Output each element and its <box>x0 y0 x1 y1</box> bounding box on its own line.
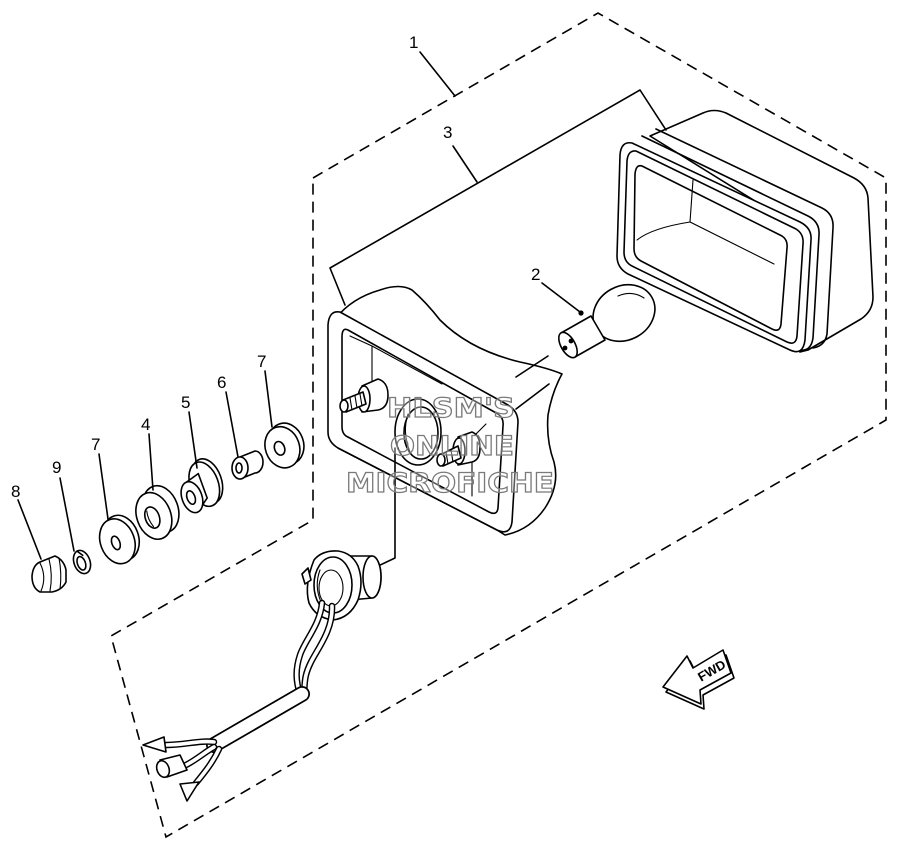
lock-washer-split <box>76 550 84 557</box>
tail-light-lens <box>616 109 874 353</box>
cap-nut-dome <box>39 562 45 592</box>
collar-hole <box>235 462 243 474</box>
lock-washer-inner <box>76 555 87 571</box>
leader-8 <box>17 499 42 560</box>
housing-top-edge <box>515 383 550 410</box>
socket-wires <box>293 599 336 698</box>
stud-right-thread-lines <box>445 449 454 465</box>
assembly-boundary-dashed <box>110 12 887 839</box>
damper-hole-depth <box>146 510 155 528</box>
callout-9: 9 <box>52 458 61 477</box>
harness-sleeve <box>207 687 309 752</box>
callout-6: 6 <box>217 373 226 392</box>
washer-lower <box>98 514 141 565</box>
bullet-terminal <box>155 754 188 779</box>
leader-6 <box>225 391 239 458</box>
lock-washer <box>72 549 92 575</box>
cap-nut <box>31 555 67 593</box>
leader-3 <box>452 145 478 183</box>
damper-hole <box>143 506 161 529</box>
bulb <box>557 283 656 359</box>
socket-detail <box>316 569 322 603</box>
lead-2 <box>184 745 216 767</box>
leader-9 <box>59 477 75 552</box>
housing-reflector-socket <box>394 398 442 466</box>
socket-lug <box>301 567 312 585</box>
socket-neck-end <box>362 555 382 599</box>
watermark: HLSM'S ONLINE MICROFICHE <box>345 392 554 499</box>
wire-b <box>302 604 334 695</box>
callout-7-lower: 7 <box>91 435 100 454</box>
lens-inner-side-edge <box>689 179 694 223</box>
stud-left-thread-lines <box>349 393 363 411</box>
spade-terminal-down <box>179 781 200 802</box>
leader-7-upper <box>264 370 273 428</box>
lens-opening <box>633 164 788 331</box>
stud-left-tip <box>339 399 349 413</box>
washer-upper-hole <box>273 440 286 456</box>
callout-4: 4 <box>141 415 150 434</box>
collar <box>231 450 264 480</box>
spade-terminal-left <box>142 736 167 753</box>
reflector-socket-detail <box>404 413 411 453</box>
harness-leads <box>162 738 223 787</box>
lens-rim-inner-line <box>623 150 804 344</box>
callout-labels: 1 3 2 7 6 5 4 7 9 8 <box>11 33 540 501</box>
washer-upper <box>264 422 305 469</box>
washer-lower-hole <box>110 535 122 551</box>
bulb-base-end <box>557 331 579 359</box>
lead-3 <box>194 747 221 785</box>
bulb-contact-1 <box>562 345 568 351</box>
grommet <box>180 458 224 514</box>
leader-1 <box>419 51 456 97</box>
bullet-terminal-end <box>155 759 171 779</box>
watermark-line-2: ONLINE <box>390 431 514 462</box>
housing-stud-left <box>339 378 389 413</box>
wire-a <box>294 601 324 696</box>
leader-2 <box>541 282 581 313</box>
lamp-housing <box>327 285 563 536</box>
leader-5 <box>188 411 198 469</box>
lead-1 <box>164 739 216 747</box>
housing-stud-right <box>436 431 481 467</box>
leader-7-lower <box>98 453 109 520</box>
grommet-hole <box>185 490 197 506</box>
watermark-line-3: MICROFICHE <box>346 468 554 499</box>
watermark-line-1: HLSM'S <box>387 393 515 424</box>
lens-bracket-line <box>329 89 667 306</box>
callout-8: 8 <box>11 482 20 501</box>
callout-1: 1 <box>409 33 418 52</box>
callout-5: 5 <box>181 393 190 412</box>
lens-rim-depth-2 <box>655 128 834 349</box>
cap-nut-flats <box>48 557 62 592</box>
reflector-socket-inner <box>403 406 439 460</box>
callout-7-upper: 7 <box>257 352 266 371</box>
fwd-arrow: FWD <box>662 649 735 710</box>
callout-2: 2 <box>531 265 540 284</box>
bulb-contact-2 <box>568 338 574 344</box>
leader-4 <box>148 433 154 491</box>
callout-3: 3 <box>443 123 452 142</box>
socket-assembly-line <box>377 447 396 567</box>
damper-ring <box>135 484 180 540</box>
callout-leaders <box>17 51 581 560</box>
bulb-assembly-line <box>515 355 549 378</box>
fwd-arrow-face <box>662 649 732 705</box>
lens-rim-depth-1 <box>641 135 820 352</box>
bulb-socket-harness <box>142 550 382 802</box>
lens-body <box>649 109 874 353</box>
stud-right-tip <box>436 453 446 467</box>
bulb-glass-highlight <box>617 292 645 299</box>
